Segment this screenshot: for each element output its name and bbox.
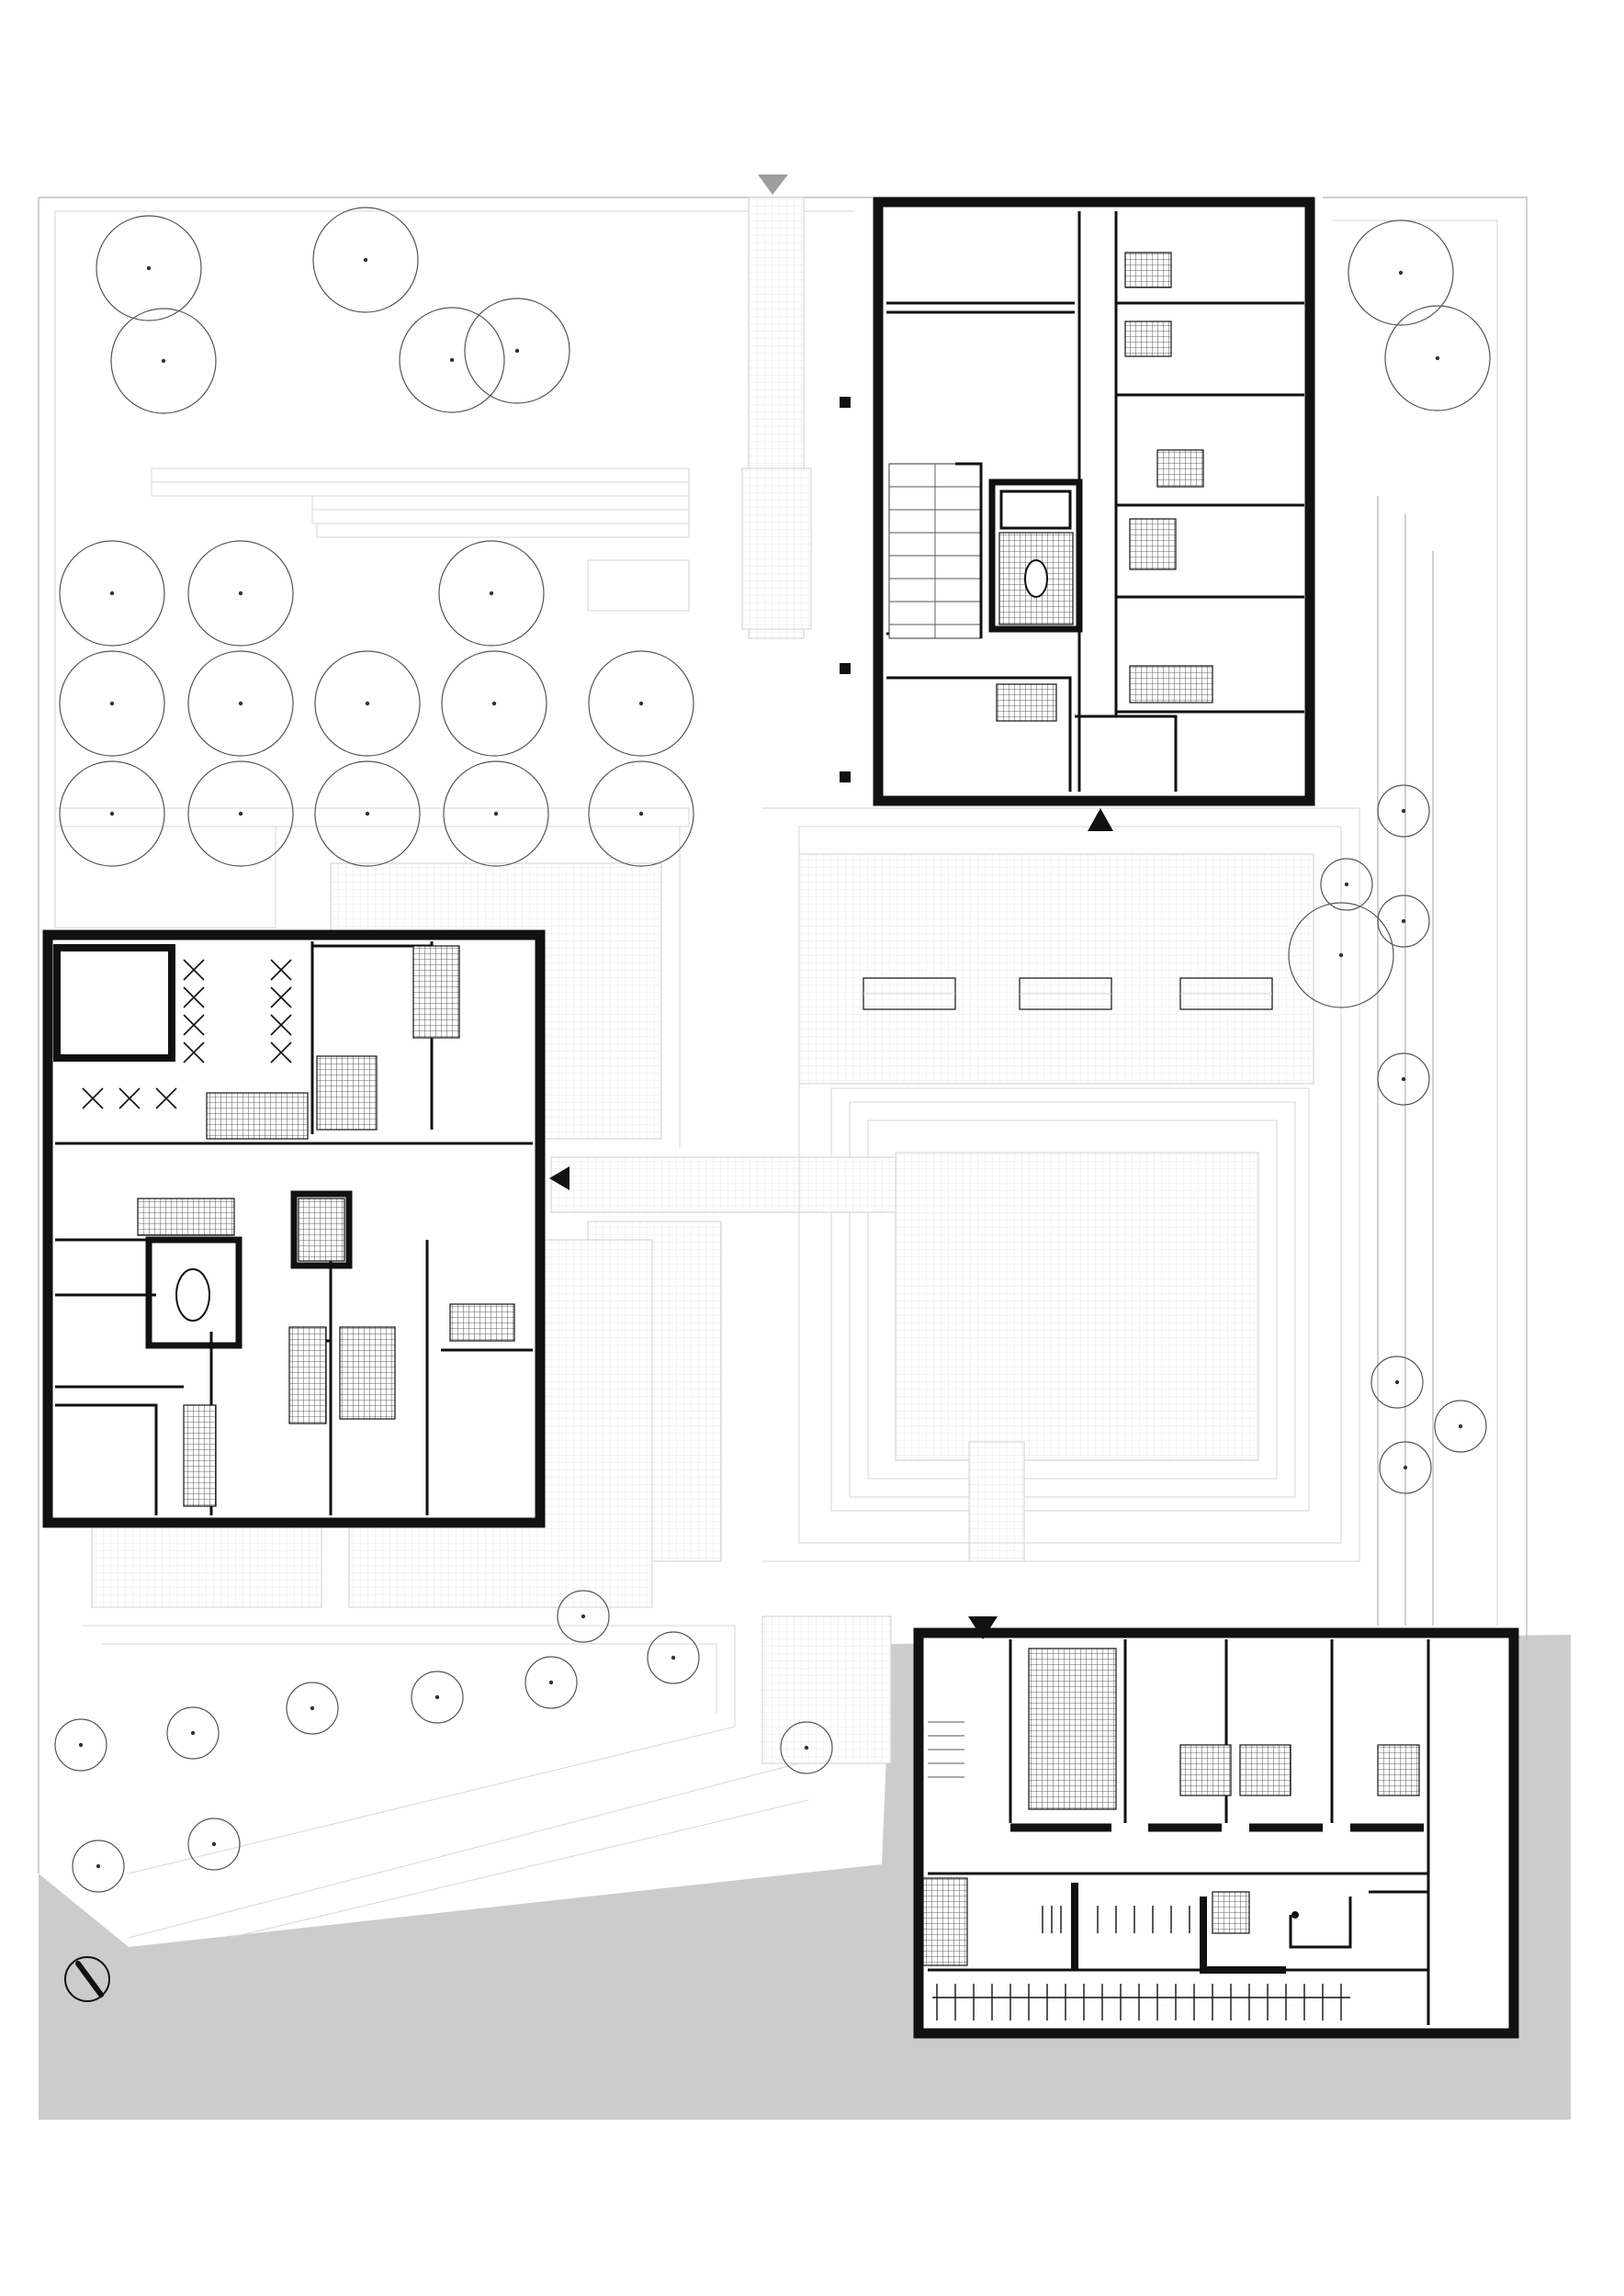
tree-icon: [1377, 784, 1430, 838]
tree-icon: [1379, 1441, 1432, 1494]
tree-icon: [312, 207, 419, 313]
spiral-stair-icon: [998, 532, 1074, 625]
tree-icon: [443, 760, 549, 867]
tree-icon: [438, 540, 545, 647]
spiral-stair-icon: [145, 1236, 242, 1349]
tree-icon: [1377, 1052, 1430, 1106]
entrance-arrow-icon: [1088, 808, 1113, 831]
tree-icon: [187, 760, 294, 867]
entrance-arrow-icon: [758, 174, 788, 195]
tree-icon: [1348, 219, 1454, 326]
south-east-block: [913, 1616, 1519, 2039]
tree-icon: [588, 650, 694, 757]
tree-group-west: [59, 207, 694, 867]
tree-icon: [1434, 1400, 1487, 1453]
tree-icon: [399, 307, 505, 413]
tree-group-east: [1288, 219, 1491, 1494]
tree-icon: [314, 650, 421, 757]
garden-paving-north-west: [54, 467, 690, 1148]
tree-icon: [59, 760, 165, 867]
tree-icon: [464, 298, 570, 404]
spiral-stair-icon: [290, 1190, 353, 1269]
tree-icon: [524, 1656, 578, 1709]
tree-icon: [1320, 858, 1373, 911]
tree-group-south: [54, 1590, 833, 1893]
courtyard-benches: [863, 977, 1273, 1010]
north-path-steps: [741, 467, 812, 630]
tree-icon: [59, 650, 165, 757]
tree-icon: [441, 650, 547, 757]
tree-icon: [59, 540, 165, 647]
tree-icon: [72, 1840, 125, 1893]
tree-icon: [96, 215, 202, 321]
tree-icon: [1370, 1356, 1424, 1409]
tree-icon: [647, 1631, 700, 1684]
north-arrow-icon: [64, 1956, 110, 2002]
tree-icon: [780, 1721, 833, 1774]
tree-icon: [411, 1671, 464, 1724]
tree-icon: [187, 1818, 241, 1871]
tree-icon: [314, 760, 421, 867]
west-block: [42, 929, 570, 1528]
tree-icon: [166, 1706, 220, 1760]
north-east-block: [840, 197, 1315, 806]
tree-icon: [187, 540, 294, 647]
tree-icon: [54, 1718, 107, 1772]
tree-icon: [557, 1590, 610, 1643]
entrance-arrow-icon: [968, 1616, 998, 1639]
tree-icon: [110, 308, 217, 414]
tree-icon: [1377, 895, 1430, 948]
bicycle-rack-icon: [932, 1906, 1350, 2020]
bicycle-rack-icon: [82, 959, 292, 1109]
tree-icon: [588, 760, 694, 867]
tree-icon: [286, 1682, 339, 1735]
entrance-arrow-icon: [549, 1166, 570, 1190]
tree-icon: [1288, 902, 1394, 1008]
tree-icon: [187, 650, 294, 757]
tree-icon: [1384, 305, 1491, 411]
